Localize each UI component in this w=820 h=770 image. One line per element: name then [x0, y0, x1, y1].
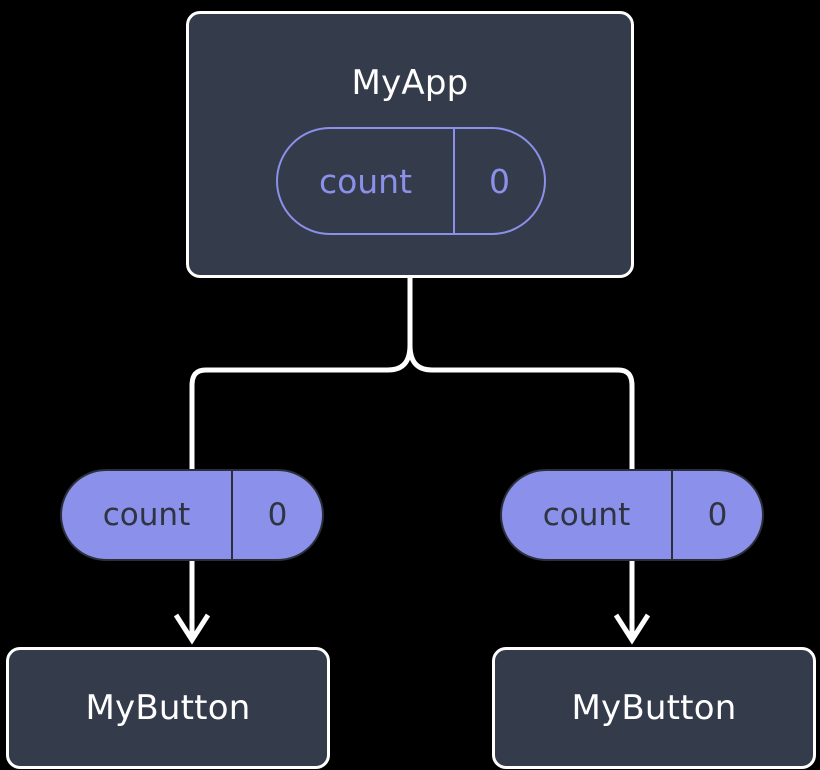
component-node-child-0[interactable]: MyButton: [6, 647, 330, 769]
component-title-child-1: MyButton: [571, 688, 737, 728]
arrow-head-right-icon: [613, 613, 651, 645]
state-pill-child-0[interactable]: count 0: [60, 469, 324, 561]
edge-fork-right: [407, 344, 635, 469]
state-value-child-0: 0: [267, 497, 288, 533]
arrow-head-left-icon: [173, 613, 211, 645]
state-value-child-1: 0: [707, 497, 728, 533]
state-value-root: 0: [489, 161, 510, 201]
state-key-child-1: count: [502, 471, 673, 559]
component-title-child-0: MyButton: [85, 688, 251, 728]
state-key-root: count: [278, 129, 455, 233]
state-pill-child-1[interactable]: count 0: [500, 469, 764, 561]
state-pill-root[interactable]: count 0: [276, 127, 546, 235]
state-key-child-0: count: [62, 471, 233, 559]
edge-fork-left: [189, 344, 413, 469]
component-node-child-1[interactable]: MyButton: [492, 647, 816, 769]
component-title-root: MyApp: [351, 63, 469, 103]
